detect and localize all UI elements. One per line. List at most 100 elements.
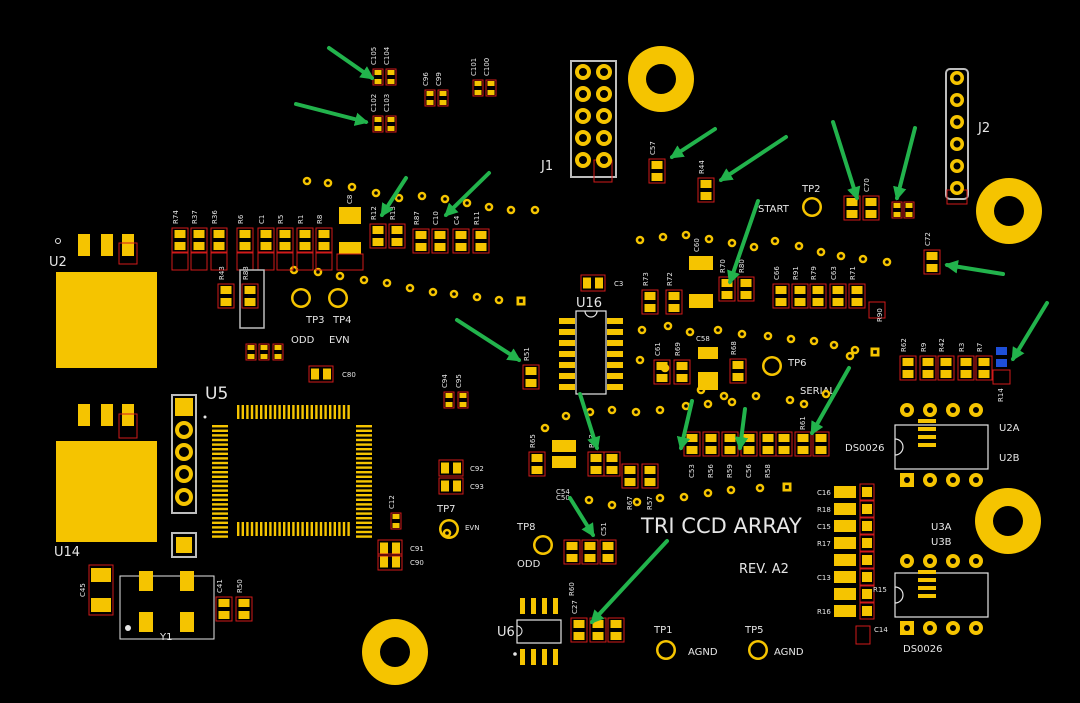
svg-text:R68: R68 [730, 341, 738, 355]
svg-text:TP5: TP5 [744, 625, 764, 636]
svg-text:R67: R67 [626, 496, 634, 510]
via-array [289, 176, 892, 538]
svg-text:C80: C80 [342, 371, 356, 379]
svg-text:TP4: TP4 [332, 315, 352, 326]
svg-text:U2B: U2B [999, 453, 1020, 464]
svg-text:C61: C61 [654, 342, 662, 356]
svg-text:R12: R12 [370, 206, 378, 220]
svg-text:R18: R18 [817, 506, 831, 514]
board-revision: REV. A2 [739, 562, 789, 577]
svg-text:TP2: TP2 [801, 184, 821, 195]
svg-text:R15: R15 [873, 586, 887, 594]
svg-text:C91: C91 [410, 545, 424, 553]
svg-text:C1: C1 [258, 215, 266, 224]
svg-text:R80: R80 [738, 259, 746, 273]
svg-text:R3: R3 [958, 343, 966, 352]
label-u16: U16 [576, 296, 602, 311]
svg-text:C56: C56 [745, 464, 753, 478]
svg-text:EVN: EVN [329, 335, 350, 346]
svg-text:R58: R58 [764, 464, 772, 478]
svg-text:ODD: ODD [517, 559, 541, 570]
component-u5: U5 [171, 384, 372, 558]
svg-text:C53: C53 [688, 464, 696, 478]
svg-text:C10: C10 [432, 211, 440, 225]
svg-text:R6: R6 [237, 214, 245, 224]
svg-text:C104: C104 [383, 46, 391, 65]
svg-text:TP3: TP3 [305, 315, 325, 326]
svg-text:R14: R14 [997, 388, 1005, 402]
svg-text:C50: C50 [556, 494, 570, 502]
svg-text:C103: C103 [383, 94, 391, 112]
svg-text:C99: C99 [435, 72, 443, 86]
svg-text:C63: C63 [830, 266, 838, 280]
svg-text:R5: R5 [277, 215, 285, 224]
svg-text:R50: R50 [236, 579, 244, 593]
svg-text:DS0026: DS0026 [903, 644, 943, 655]
svg-text:C70: C70 [863, 178, 871, 192]
svg-text:C92: C92 [470, 465, 484, 473]
svg-text:R87: R87 [413, 211, 421, 225]
svg-text:AGND: AGND [688, 647, 718, 658]
svg-text:R91: R91 [792, 266, 800, 280]
component-u2: U2 [49, 234, 157, 368]
svg-text:TP1: TP1 [653, 625, 673, 636]
svg-text:R1: R1 [297, 215, 305, 224]
svg-text:C95: C95 [455, 374, 463, 388]
svg-text:C58: C58 [696, 335, 710, 343]
svg-text:R74: R74 [172, 210, 180, 224]
label-u5: U5 [205, 384, 228, 404]
svg-text:EVN: EVN [465, 524, 479, 532]
svg-text:R61: R61 [799, 416, 807, 430]
svg-text:R71: R71 [849, 266, 857, 280]
label-u2: U2 [49, 255, 67, 270]
svg-text:C3: C3 [614, 280, 623, 288]
svg-text:C14: C14 [874, 626, 888, 634]
svg-text:R16: R16 [817, 608, 831, 616]
svg-text:C4: C4 [453, 215, 461, 225]
component-u16: U16 [559, 296, 623, 395]
svg-text:R79: R79 [810, 266, 818, 280]
svg-text:C13: C13 [817, 574, 831, 582]
svg-text:C16: C16 [817, 489, 831, 497]
svg-text:TP6: TP6 [787, 358, 807, 369]
svg-text:START: START [758, 204, 790, 215]
svg-text:R73: R73 [642, 272, 650, 286]
component-ds0026-bottom: DS0026 U3A U3B [894, 522, 989, 655]
board-title: TRI CCD ARRAY [640, 514, 802, 538]
svg-text:R36: R36 [211, 210, 219, 224]
svg-text:R7: R7 [976, 343, 984, 352]
svg-text:C57: C57 [649, 141, 657, 155]
svg-text:R51: R51 [523, 347, 531, 361]
label-u6: U6 [497, 625, 515, 640]
svg-text:C72: C72 [924, 232, 932, 246]
svg-text:R65: R65 [529, 434, 537, 448]
svg-text:R44: R44 [698, 160, 706, 174]
svg-text:U2A: U2A [999, 423, 1020, 434]
label-j2: J2 [977, 121, 990, 136]
component-y1: Y1 [119, 571, 215, 643]
svg-text:DS0026: DS0026 [845, 443, 885, 454]
svg-text:TP7: TP7 [436, 504, 456, 515]
connector-j1: J1 [540, 60, 617, 183]
review-arrows [294, 46, 1049, 624]
component-ds0026-top: DS0026 U2A U2B [845, 403, 1020, 487]
svg-text:TP8: TP8 [516, 522, 536, 533]
svg-text:C105: C105 [370, 47, 378, 65]
svg-text:C100: C100 [483, 58, 491, 76]
svg-text:R57: R57 [646, 496, 654, 510]
svg-text:R69: R69 [674, 342, 682, 356]
svg-text:R83: R83 [242, 266, 250, 280]
svg-text:R62: R62 [900, 338, 908, 352]
label-j1: J1 [540, 159, 553, 174]
svg-text:C12: C12 [388, 495, 396, 509]
svg-text:R60: R60 [568, 582, 576, 596]
svg-text:R90: R90 [876, 308, 884, 322]
svg-text:R8: R8 [316, 215, 324, 224]
svg-text:U3B: U3B [931, 537, 952, 548]
svg-text:R42: R42 [938, 338, 946, 352]
svg-text:AGND: AGND [774, 647, 804, 658]
label-y1: Y1 [159, 632, 172, 643]
svg-text:C101: C101 [470, 58, 478, 76]
svg-text:C93: C93 [470, 483, 484, 491]
